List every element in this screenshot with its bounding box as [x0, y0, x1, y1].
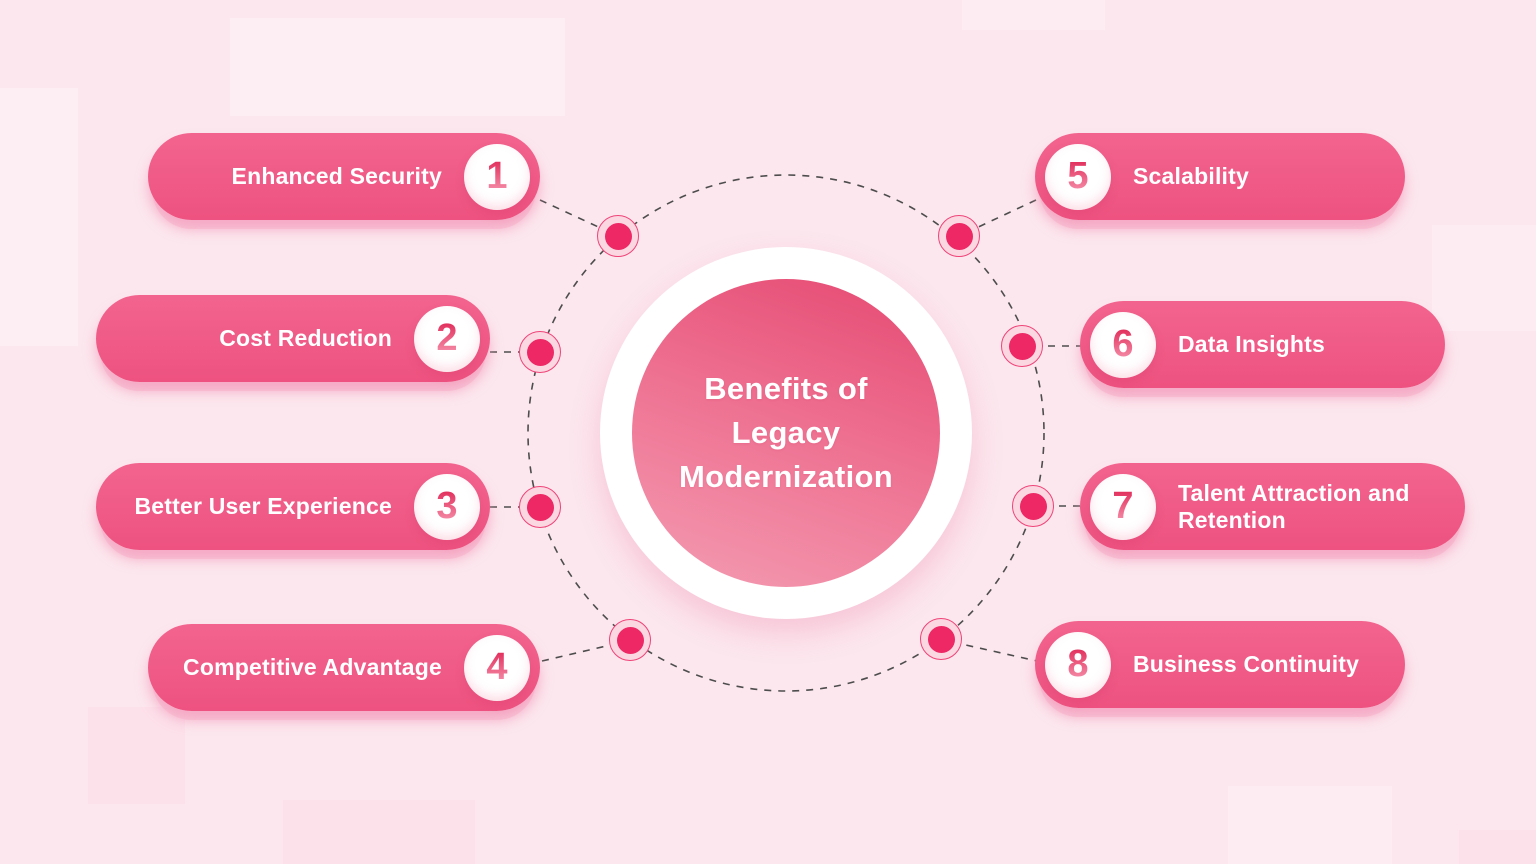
- pill-label: Talent Attraction and Retention: [1178, 479, 1410, 533]
- benefit-pill-3: Better User Experience 3: [96, 463, 490, 550]
- connector-dot-4: [609, 619, 651, 661]
- pill-label: Data Insights: [1178, 331, 1326, 357]
- dashed-circle: [527, 174, 1045, 692]
- pill-label: Better User Experience: [134, 493, 392, 519]
- number-badge: 2: [414, 305, 480, 372]
- benefit-pill-6: 6 Data Insights: [1080, 301, 1445, 388]
- connector-dot-1: [597, 215, 639, 257]
- connector-dot-5: [938, 215, 980, 257]
- pill-label: Competitive Advantage: [183, 654, 442, 680]
- benefit-pill-7: 7 Talent Attraction and Retention: [1080, 463, 1465, 550]
- pill-label: Enhanced Security: [231, 163, 442, 189]
- title-line-1: Benefits of: [704, 371, 868, 406]
- diagram-title: Benefits of Legacy Modernization: [679, 367, 893, 499]
- connector-dot-7: [1012, 485, 1054, 527]
- benefit-pill-8: 8 Business Continuity: [1035, 621, 1405, 708]
- connector-dot-8: [920, 618, 962, 660]
- number-badge: 5: [1045, 143, 1111, 210]
- number-badge: 7: [1090, 473, 1156, 540]
- center-circle: Benefits of Legacy Modernization: [632, 279, 940, 587]
- benefit-pill-2: Cost Reduction 2: [96, 295, 490, 382]
- connector-dot-2: [519, 331, 561, 373]
- center-circle-ring: Benefits of Legacy Modernization: [600, 247, 972, 619]
- number-badge: 8: [1045, 631, 1111, 698]
- number-badge: 6: [1090, 311, 1156, 378]
- benefit-pill-1: Enhanced Security 1: [148, 133, 540, 220]
- title-line-3: Modernization: [679, 459, 893, 494]
- pill-label: Business Continuity: [1133, 651, 1360, 677]
- pill-label: Cost Reduction: [219, 325, 392, 351]
- benefit-pill-4: Competitive Advantage 4: [148, 624, 540, 711]
- title-line-2: Legacy: [731, 415, 841, 450]
- number-badge: 3: [414, 473, 480, 540]
- number-badge: 1: [464, 143, 530, 210]
- benefit-pill-5: 5 Scalability: [1035, 133, 1405, 220]
- number-badge: 4: [464, 634, 530, 701]
- connector-line-4: [541, 639, 633, 662]
- connector-dot-3: [519, 486, 561, 528]
- pill-label: Scalability: [1133, 163, 1249, 189]
- connector-dot-6: [1001, 325, 1043, 367]
